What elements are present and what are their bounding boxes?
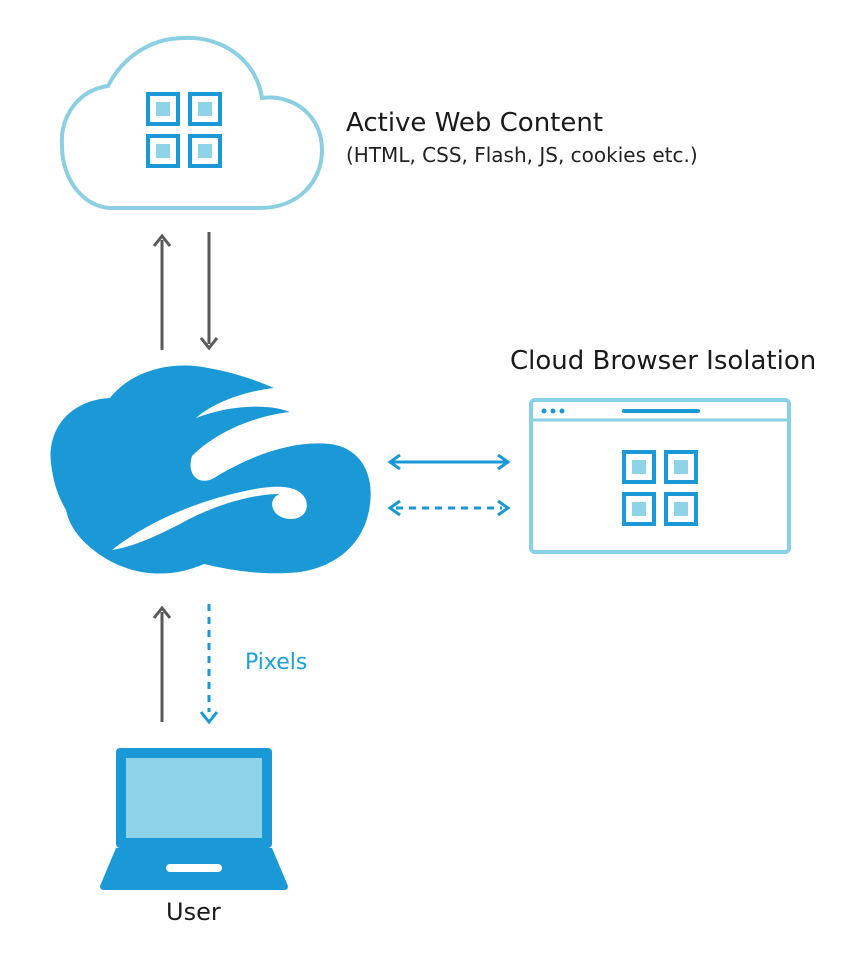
- active-web-content-title: Active Web Content: [346, 108, 604, 138]
- content-grid-icon: [146, 92, 222, 168]
- active-web-content-subtitle: (HTML, CSS, Flash, JS, cookies etc.): [346, 143, 698, 167]
- internet-cloud-icon: [59, 35, 325, 210]
- cloud-browser-isolation-title: Cloud Browser Isolation: [510, 346, 817, 376]
- browser-window-icon: [529, 398, 791, 554]
- browser-grid-icon: [622, 450, 698, 526]
- isolation-solid-arrow: [387, 453, 511, 471]
- pixels-label: Pixels: [245, 650, 308, 675]
- isolation-dashed-arrow: [387, 499, 511, 517]
- user-upload-arrow: [152, 605, 172, 722]
- pixels-arrow: [199, 604, 219, 725]
- isolation-cloud-logo: [50, 365, 371, 574]
- cloud-exchange-arrows: [152, 232, 219, 351]
- laptop-icon: [100, 748, 288, 890]
- user-label: User: [166, 898, 221, 926]
